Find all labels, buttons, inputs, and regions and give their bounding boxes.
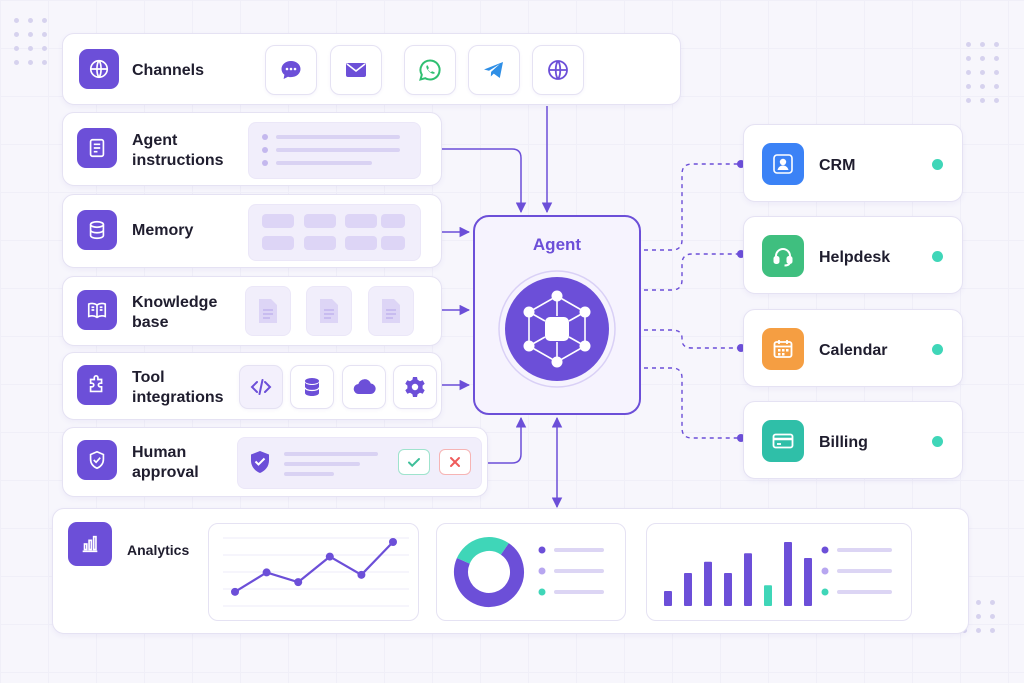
legend-line — [837, 590, 892, 594]
knowledge-base-label: Knowledge base — [132, 294, 218, 331]
memory-card: Memory — [62, 194, 442, 268]
helpdesk-status-dot — [932, 251, 943, 262]
legend-line — [837, 548, 892, 552]
line-point — [294, 578, 303, 587]
line-point — [357, 570, 366, 579]
bar — [704, 561, 712, 606]
gear-icon[interactable] — [393, 365, 437, 409]
legend-line — [554, 590, 604, 594]
credit-card-icon — [762, 420, 804, 462]
user-icon — [762, 143, 804, 185]
calendar-status-dot — [932, 344, 943, 355]
instructions-preview — [248, 122, 421, 179]
billing-status-dot — [932, 436, 943, 447]
crm-label: CRM — [819, 157, 856, 174]
donut-slice — [456, 537, 509, 565]
human-approval-label: Human approval — [132, 444, 199, 481]
legend-line — [837, 569, 892, 573]
bar — [684, 573, 692, 606]
billing-card[interactable]: Billing — [743, 401, 963, 479]
legend-dot — [821, 588, 829, 596]
legend-dot — [538, 567, 546, 575]
analytics-label: Analytics — [127, 542, 190, 558]
code-icon[interactable] — [239, 365, 283, 409]
line-point — [325, 552, 334, 561]
web-globe-icon[interactable] — [532, 45, 584, 95]
crm-card[interactable]: CRM — [743, 124, 963, 202]
bar-chart — [664, 542, 892, 606]
line-series — [234, 541, 394, 593]
approval-request-preview — [237, 437, 482, 489]
cloud-icon[interactable] — [342, 365, 386, 409]
agent-core-node[interactable]: Agent — [473, 215, 641, 415]
donut-chart-widget — [436, 523, 626, 621]
calendar-card[interactable]: Calendar — [743, 309, 963, 387]
tool-integrations-card: Tool integrations — [62, 352, 442, 420]
document-icon — [77, 128, 117, 168]
billing-label: Billing — [819, 434, 868, 451]
bar — [744, 553, 752, 606]
line-chart — [223, 537, 409, 607]
human-approval-card: Human approval — [62, 427, 488, 497]
crm-status-dot — [932, 159, 943, 170]
bar — [724, 573, 732, 606]
legend-line — [554, 548, 604, 552]
bar-chart-widget — [646, 523, 912, 621]
legend-dot — [821, 546, 829, 554]
helpdesk-card[interactable]: Helpdesk — [743, 216, 963, 294]
puzzle-icon — [77, 365, 117, 405]
channels-card: Channels — [62, 33, 681, 105]
bar — [804, 558, 812, 606]
memory-preview — [248, 204, 421, 261]
decorative-dots-top-left — [14, 18, 47, 65]
shield-check-icon — [251, 451, 269, 473]
database-icon — [77, 210, 117, 250]
decorative-dots-top-right — [966, 42, 999, 103]
line-point — [389, 538, 397, 546]
helpdesk-label: Helpdesk — [819, 249, 891, 266]
line-point — [262, 568, 271, 577]
agent-instructions-label: Agent instructions — [132, 132, 224, 169]
donut-slice — [454, 543, 524, 607]
legend-line — [554, 569, 604, 573]
headset-icon — [762, 235, 804, 277]
legend-dot — [538, 588, 546, 596]
analytics-card: Analytics — [52, 508, 969, 634]
donut-chart — [454, 537, 604, 607]
telegram-icon[interactable] — [468, 45, 520, 95]
memory-label: Memory — [132, 222, 194, 239]
reject-button[interactable] — [439, 449, 471, 475]
channels-label: Channels — [132, 62, 205, 79]
calendar-icon — [762, 328, 804, 370]
document-thumb-icon — [306, 286, 352, 336]
knowledge-base-card: Knowledge base — [62, 276, 442, 346]
line-chart-widget — [208, 523, 419, 621]
agent-title: Agent — [532, 235, 582, 254]
email-icon[interactable] — [330, 45, 382, 95]
database-icon[interactable] — [290, 365, 334, 409]
tool-integrations-label: Tool integrations — [132, 369, 224, 406]
line-point — [231, 587, 239, 596]
document-thumb-icon — [245, 286, 291, 336]
whatsapp-icon[interactable] — [404, 45, 456, 95]
bar — [764, 585, 772, 606]
network-hub-icon — [498, 270, 616, 388]
shield-check-icon — [77, 440, 117, 480]
legend-dot — [538, 546, 546, 554]
agent-instructions-card: Agent instructions — [62, 112, 442, 186]
globe-icon — [79, 49, 119, 89]
bar-chart-icon — [68, 522, 112, 566]
book-icon — [77, 290, 117, 330]
approve-button[interactable] — [398, 449, 430, 475]
legend-dot — [821, 567, 829, 575]
chat-bubble-icon[interactable] — [265, 45, 317, 95]
calendar-label: Calendar — [819, 342, 888, 359]
document-thumb-icon — [368, 286, 414, 336]
bar — [664, 590, 672, 606]
bar — [784, 542, 792, 606]
